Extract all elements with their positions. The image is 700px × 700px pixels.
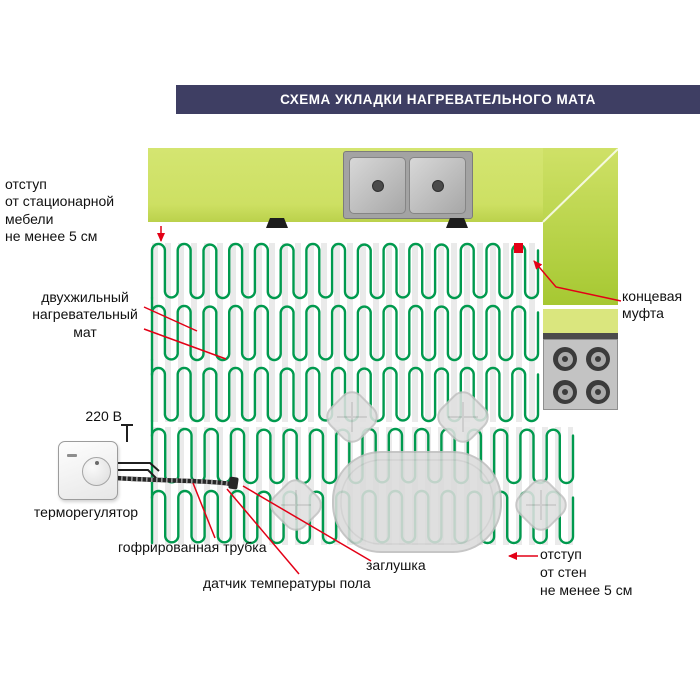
kitchen-sink (343, 151, 473, 219)
label-voltage: 220 В (85, 408, 122, 424)
sink-basin (349, 157, 406, 214)
label-floor-sensor: датчик температуры пола (203, 575, 371, 591)
thermostat-device (58, 441, 118, 500)
mat-mesh-backing (152, 427, 573, 545)
label-offset-walls: отступ от стен не менее 5 см (540, 546, 633, 599)
tap-symbol (446, 218, 468, 228)
drain-icon (432, 180, 444, 192)
label-heating-mat: двухжильный нагревательный мат (32, 289, 138, 340)
cabinet-front-strip (543, 333, 618, 339)
label-corrugated-tube: гофрированная трубка (118, 539, 267, 555)
drain-icon (372, 180, 384, 192)
burner-icon (586, 380, 610, 404)
stove-top (543, 339, 618, 410)
label-offset-furniture: отступ от стационарной мебели не менее 5… (5, 176, 115, 245)
thermostat-display (67, 454, 77, 457)
thermostat-dial (82, 457, 111, 486)
dial-marker (95, 461, 99, 465)
page-title: СХЕМА УКЛАДКИ НАГРЕВАТЕЛЬНОГО МАТА (176, 85, 700, 114)
lower-cabinet (543, 309, 618, 333)
sink-basin (409, 157, 466, 214)
tap-symbol (266, 218, 288, 228)
burner-icon (553, 347, 577, 371)
burner-icon (553, 380, 577, 404)
burner-icon (586, 347, 610, 371)
label-end-coupling: концевая муфта (622, 288, 683, 322)
cold-lead-wire (116, 469, 158, 480)
label-thermostat: терморегулятор (33, 504, 139, 520)
mat-mesh-backing (152, 243, 538, 422)
kitchen-counter-right (543, 148, 618, 305)
label-plug: заглушка (366, 557, 426, 573)
